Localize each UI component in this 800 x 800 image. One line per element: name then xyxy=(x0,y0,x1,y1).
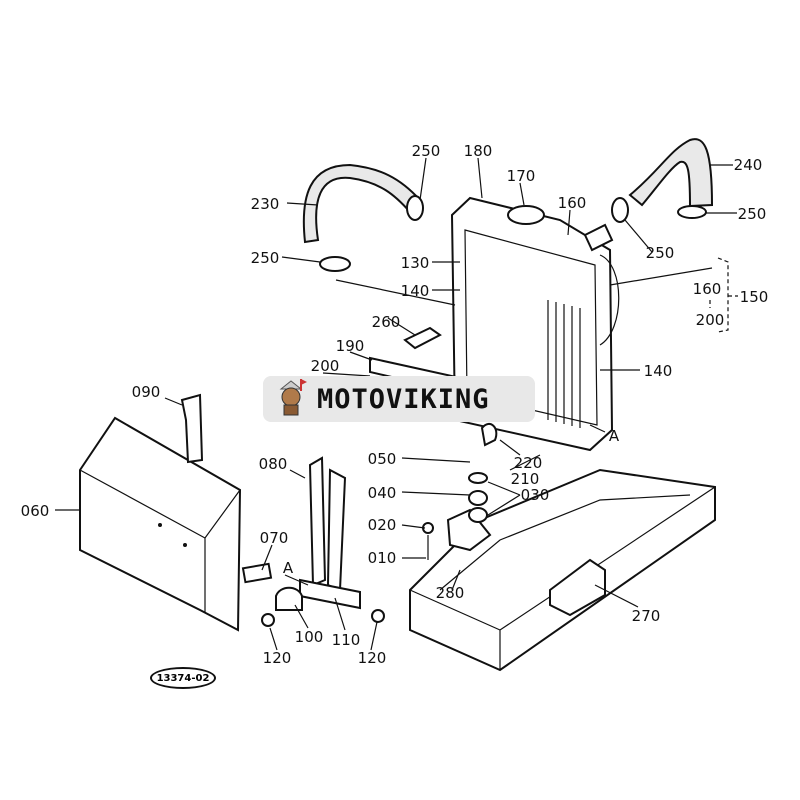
watermark: MOTOVIKING xyxy=(263,376,535,422)
watermark-text: MOTOVIKING xyxy=(317,383,490,415)
callout: 250 xyxy=(251,249,280,267)
callout: 120 xyxy=(358,649,387,667)
clamp-250 xyxy=(677,205,707,219)
callout: 090 xyxy=(132,383,161,401)
callout: 180 xyxy=(464,142,493,160)
callout: 050 xyxy=(368,450,397,468)
callout: 020 xyxy=(368,516,397,534)
callout: A xyxy=(283,559,294,577)
hose-240 xyxy=(628,138,714,208)
callout: 150 xyxy=(740,288,769,306)
callout: 200 xyxy=(311,357,340,375)
callout: 100 xyxy=(295,628,324,646)
callout: 170 xyxy=(507,167,536,185)
tray xyxy=(409,468,716,672)
callout: 110 xyxy=(332,631,361,649)
callout: 250 xyxy=(646,244,675,262)
callout: 040 xyxy=(368,484,397,502)
callout: 190 xyxy=(336,337,365,355)
callout: A xyxy=(609,427,620,445)
callout: 270 xyxy=(632,607,661,625)
clamp-250 xyxy=(406,195,424,221)
callout: 030 xyxy=(521,486,550,504)
callout: 160 xyxy=(558,194,587,212)
callout: 130 xyxy=(401,254,430,272)
callout: 210 xyxy=(511,470,540,488)
callout: 060 xyxy=(21,502,50,520)
leader-lines xyxy=(55,157,738,651)
radiator-cap xyxy=(507,205,545,225)
diagram-code: 13374-02 xyxy=(150,667,216,689)
callout: 200 xyxy=(696,311,725,329)
callout: 140 xyxy=(401,282,430,300)
callout: 240 xyxy=(734,156,763,174)
callout-labels: 250 180 170 240 230 250 250 130 250 160 … xyxy=(21,142,769,667)
callout: 280 xyxy=(436,584,465,602)
clamp-250 xyxy=(611,197,629,223)
callout: 250 xyxy=(738,205,767,223)
callout: 080 xyxy=(259,455,288,473)
callout: 260 xyxy=(372,313,401,331)
callout: 070 xyxy=(260,529,289,547)
callout: 220 xyxy=(514,454,543,472)
viking-logo-icon xyxy=(279,379,307,416)
hose-230 xyxy=(302,163,422,244)
callout: 010 xyxy=(368,549,397,567)
callout: 160 xyxy=(693,280,722,298)
clamp-250 xyxy=(319,256,351,272)
callout: 230 xyxy=(251,195,280,213)
callout: 120 xyxy=(263,649,292,667)
callout: 140 xyxy=(644,362,673,380)
callout: 250 xyxy=(412,142,441,160)
